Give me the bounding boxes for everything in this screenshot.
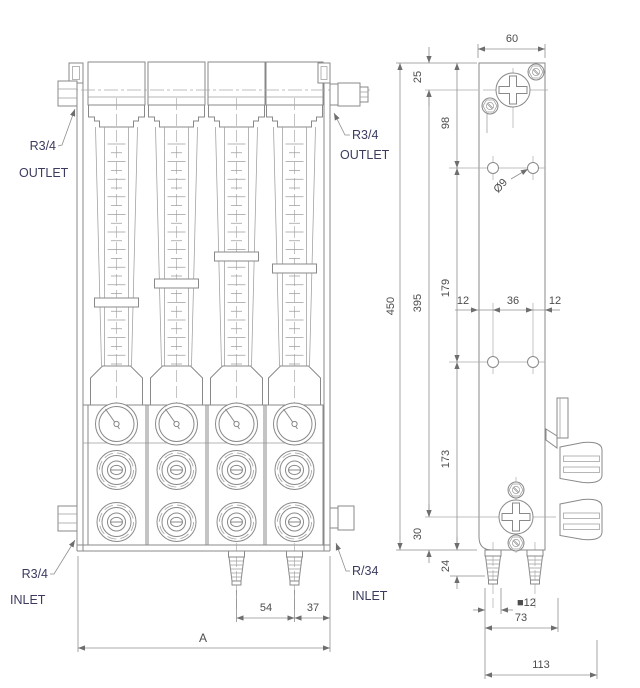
float-4	[272, 263, 317, 274]
hex-bolt-bottom-lower	[507, 534, 525, 552]
label-inlet-right: INLET	[352, 589, 388, 603]
port-labels: R3/4 OUTLET R3/4 OUTLET R3/4 INLET R/34 …	[10, 108, 390, 607]
dim-hole-pitch: 36	[507, 295, 519, 307]
side-plates	[76, 63, 331, 551]
label-thread-top-right: R3/4	[352, 128, 378, 142]
hex-bolt-top-left	[481, 97, 499, 115]
valve-knob-side-1	[559, 441, 603, 484]
label-outlet-left: OUTLET	[19, 166, 69, 180]
outlet-fitting-right	[329, 82, 369, 107]
valve-knob-side-2	[559, 498, 603, 541]
dim-overall-width: A	[199, 631, 207, 645]
outlet-manifold	[87, 61, 324, 106]
mounting-tab-left	[68, 62, 84, 84]
float-2	[154, 278, 199, 289]
end-plug-top	[495, 72, 531, 108]
side-view: 60 450 25 395 98 179 173 30 24	[385, 33, 603, 679]
side-dimensions: 60 450 25 395 98 179 173 30 24	[385, 33, 598, 679]
label-thread-bottom-right: R/34	[352, 564, 378, 578]
float-1	[94, 297, 139, 308]
hex-bolt-top-right	[527, 63, 545, 81]
dim-top-hole-offset: 98	[440, 117, 452, 129]
dim-top-width: 60	[506, 33, 518, 45]
mounting-holes	[487, 162, 539, 368]
dim-bottom-hole-offset: 173	[440, 450, 452, 468]
dim-barb-offset: 24	[440, 560, 452, 572]
floats	[94, 251, 317, 308]
dim-hole-edge-left: 12	[457, 295, 469, 307]
inlet-fitting-right	[329, 505, 355, 531]
dim-hole-diameter: Ø9	[491, 177, 510, 196]
label-thread-top-left: R3/4	[30, 139, 56, 153]
flow-column-1	[89, 98, 145, 542]
inlet-fitting-left	[57, 505, 78, 532]
dim-square-section: ■12	[517, 597, 536, 609]
dim-barb-to-edge: 37	[307, 602, 319, 614]
label-thread-bottom-left: R3/4	[22, 567, 48, 581]
dim-hole-row-pitch: 179	[440, 279, 452, 297]
end-plug-bottom	[498, 499, 534, 535]
outlet-fitting-left	[57, 80, 78, 107]
dim-top-plug-offset: 25	[412, 71, 424, 83]
side-bracket	[545, 397, 569, 449]
float-3	[214, 251, 259, 262]
dim-knob-offset: 73	[515, 612, 527, 624]
dim-barb-pitch: 54	[260, 602, 272, 614]
dim-bottom-plug-offset: 30	[412, 528, 424, 540]
flow-column-2	[149, 98, 205, 542]
dim-hole-edge-right: 12	[549, 295, 561, 307]
dim-overall-depth: 113	[532, 659, 550, 671]
hose-barb-side-1	[484, 541, 502, 613]
centerlines	[425, 68, 556, 553]
mounting-tab-right	[317, 62, 331, 84]
front-view: 54 37 A R3/4 OUTLET R3/4 OUTLET R3/4 INL…	[10, 61, 390, 652]
hex-bolt-bottom-upper	[507, 481, 525, 499]
dim-plug-pitch: 395	[412, 294, 424, 312]
flow-column-3	[209, 98, 265, 542]
flow-column-4	[267, 98, 323, 542]
label-inlet-left: INLET	[10, 593, 46, 607]
front-dimensions: 54 37 A	[77, 556, 331, 652]
dim-overall-height: 450	[385, 297, 397, 315]
label-outlet-right: OUTLET	[340, 148, 390, 162]
